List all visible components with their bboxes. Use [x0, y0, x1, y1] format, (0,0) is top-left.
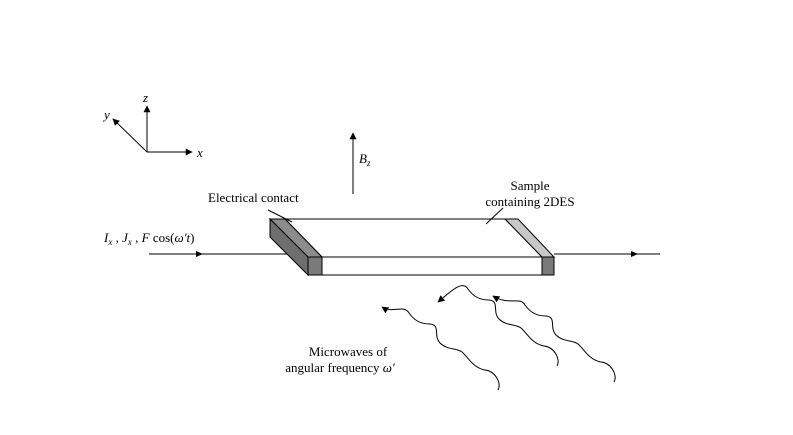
microwave-wave-3: [492, 295, 616, 383]
current-arrowhead-left: [196, 251, 203, 257]
coordinate-axes: z x y: [102, 90, 203, 160]
right-contact-front: [541, 256, 555, 276]
current-arrowhead-right: [631, 251, 638, 257]
x-axis-label: x: [196, 145, 203, 160]
sample-label-line2: containing 2DES: [485, 194, 574, 209]
microwaves-label-line2: angular frequency ω': [285, 360, 395, 375]
y-axis-arrow: [112, 118, 148, 153]
sample: [283, 218, 544, 276]
z-axis-label: z: [142, 90, 148, 105]
magnetic-field: Bz: [349, 132, 371, 194]
right-contact: [503, 218, 556, 276]
sample-label-line1: Sample: [511, 178, 550, 193]
left-contact: [268, 217, 324, 277]
magnetic-field-label: Bz: [359, 151, 371, 168]
sample-leader: [485, 207, 504, 225]
electrical-contact-label: Electrical contact: [208, 190, 299, 205]
current-label: Ix , Jx , F cos(ω't): [103, 230, 194, 247]
current-line: [149, 251, 660, 257]
microwave-waves: [381, 285, 616, 391]
microwave-wave-2: [437, 285, 559, 367]
y-axis-label: y: [102, 107, 110, 122]
electrical-contact-leader: [267, 209, 293, 223]
sample-front-face: [321, 256, 543, 276]
microwave-wave-1: [381, 306, 500, 391]
sample-top-face: [283, 218, 544, 258]
left-contact-front: [307, 256, 323, 276]
microwaves-label-line1: Microwaves of: [309, 344, 388, 359]
